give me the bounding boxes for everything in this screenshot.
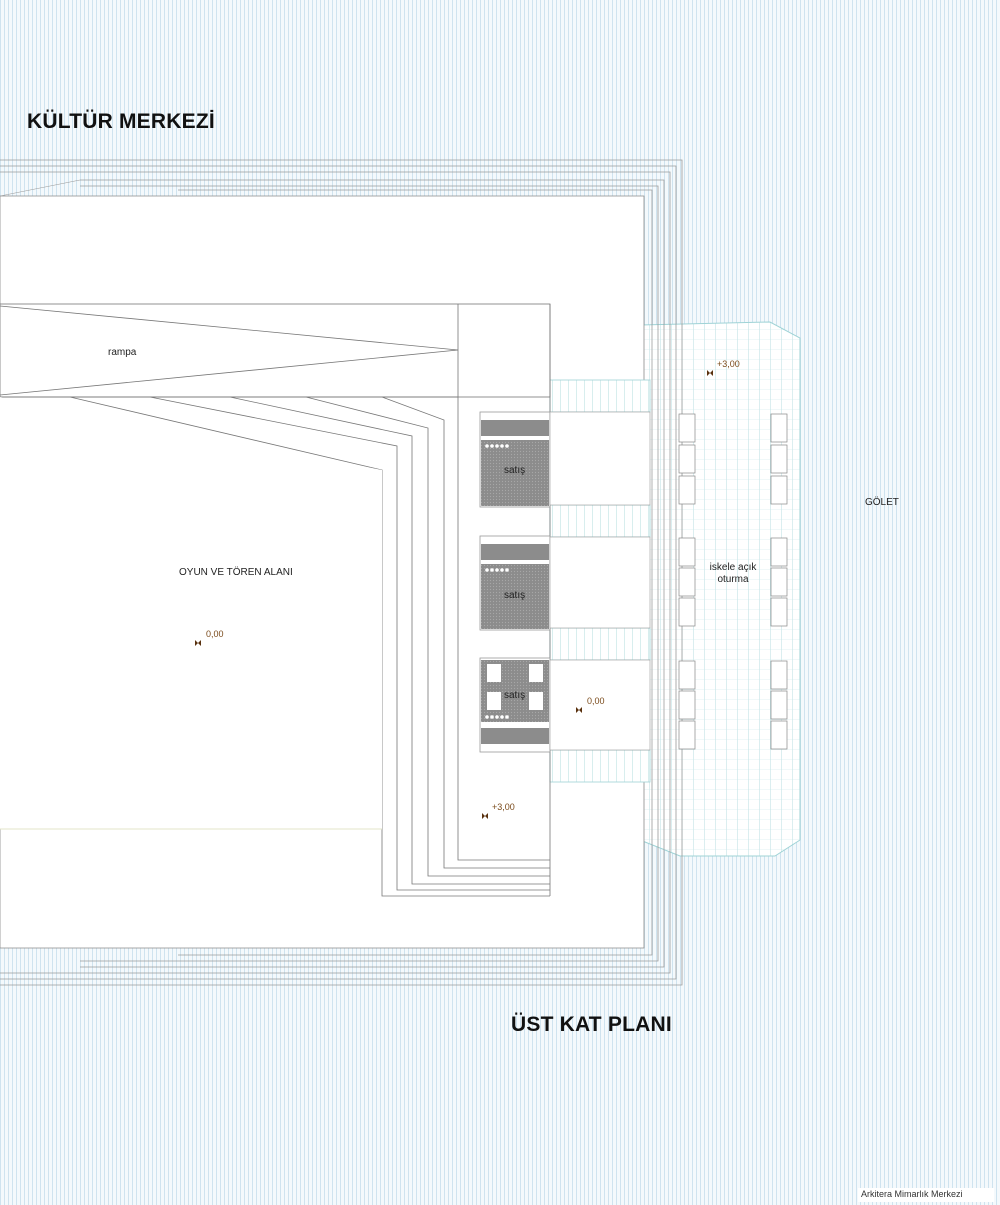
kiosk-1	[479, 411, 551, 508]
ramp-label: rampa	[108, 347, 137, 358]
elevation-marker-icons	[195, 370, 713, 819]
pier-seating-label-line2: oturma	[717, 574, 749, 585]
terrace-rooms	[549, 411, 651, 751]
kiosk-2-label: satış	[504, 590, 526, 601]
pond-label: GÖLET	[865, 497, 899, 508]
kiosk-2	[479, 535, 551, 631]
terrace-steps	[651, 330, 671, 760]
plan-title: ÜST KAT PLANI	[511, 1013, 672, 1036]
kiosk-3	[479, 657, 551, 753]
elevation-plaza: 0,00	[206, 629, 224, 639]
plaza-area	[0, 397, 382, 830]
elevation-terrace-bottom: +3,00	[492, 802, 515, 812]
bridges	[549, 379, 651, 783]
elevation-pier-top: +3,00	[717, 359, 740, 369]
kiosk-1-label: satış	[504, 465, 526, 476]
ramp	[0, 303, 551, 398]
kiosk-3-label: satış	[504, 690, 526, 701]
plaza-label: OYUN VE TÖREN ALANI	[179, 567, 293, 578]
source-credit: Arkitera Mimarlık Merkezi	[858, 1189, 966, 1199]
pier-benches	[678, 413, 788, 750]
elevation-terrace-mid: 0,00	[587, 696, 605, 706]
building-title: KÜLTÜR MERKEZİ	[27, 110, 215, 133]
pier-seating-label-line1: iskele açık	[709, 562, 757, 573]
